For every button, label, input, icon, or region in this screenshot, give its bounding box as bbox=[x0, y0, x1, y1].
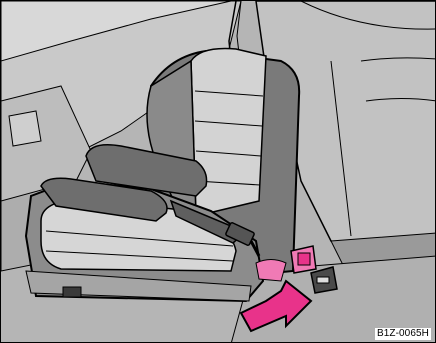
figure-code-label: B1Z-0065H bbox=[375, 328, 431, 340]
